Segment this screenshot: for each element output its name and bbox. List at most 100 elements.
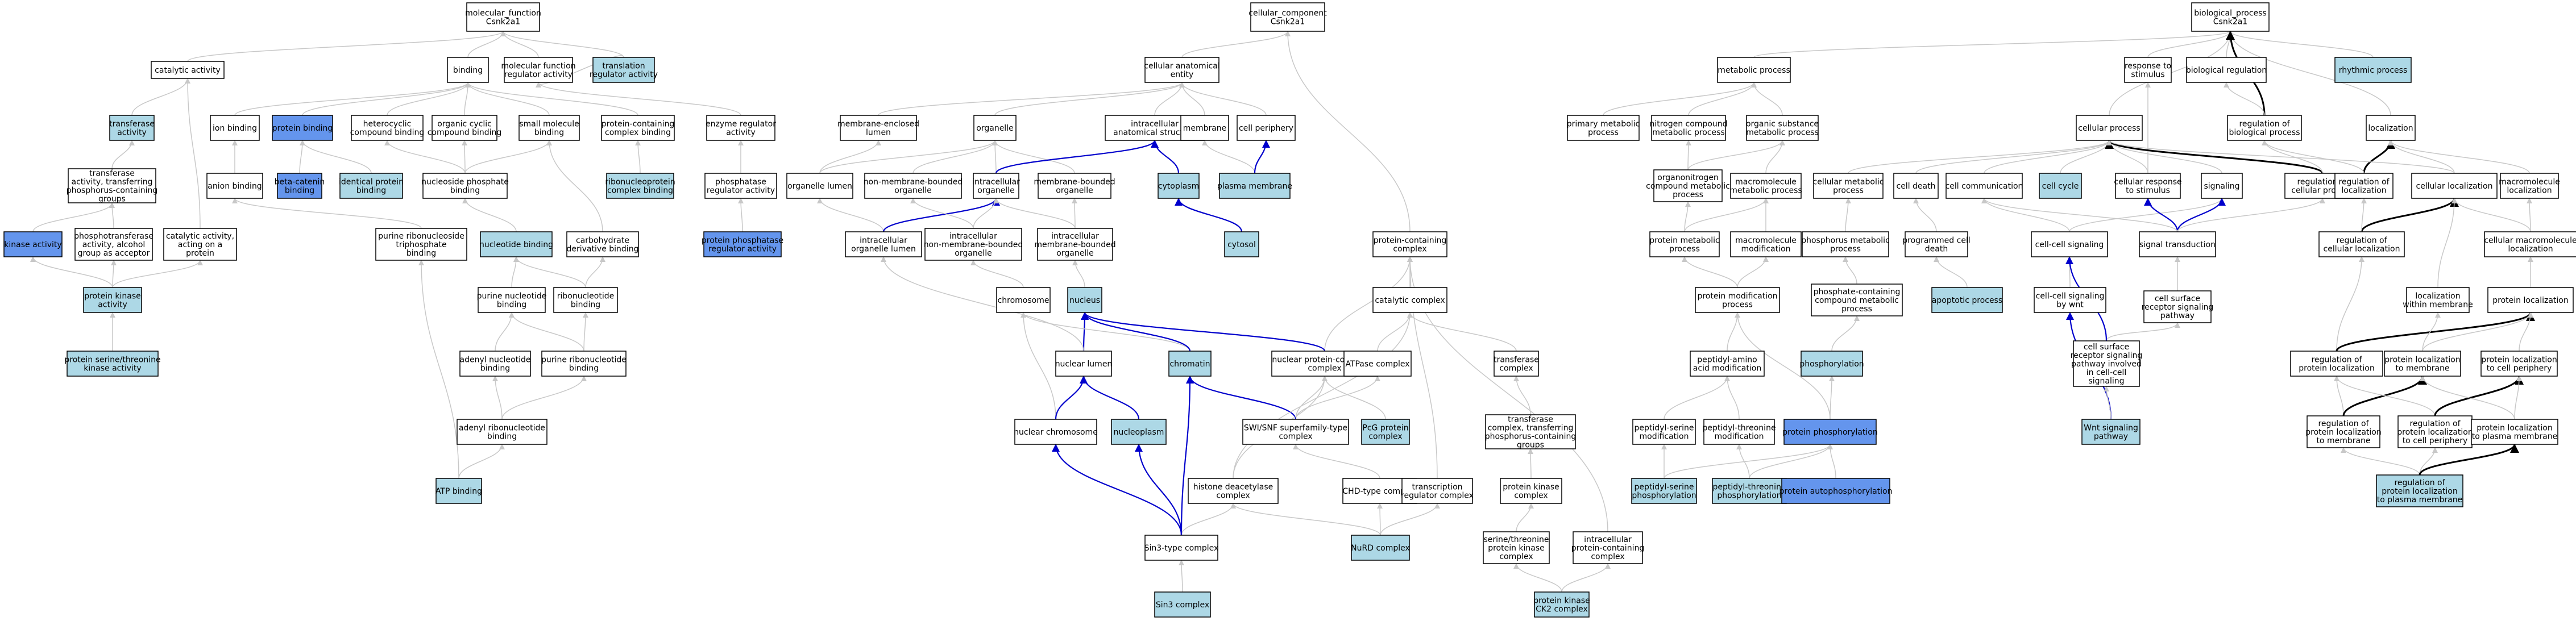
go-term-node-chromosome[interactable]: chromosome — [996, 287, 1051, 313]
go-term-node-cell-cell-signaling[interactable]: cell-cell signaling — [2031, 231, 2108, 257]
go-term-node-cytoplasm[interactable]: cytoplasm — [1158, 173, 1200, 199]
go-term-node-protein-autophospho[interactable]: protein autophosphorylation — [1779, 478, 1893, 504]
go-term-node-cell-death[interactable]: cell death — [1893, 173, 1939, 199]
go-term-node-nucleotide-binding[interactable]: nucleotide binding — [479, 231, 553, 257]
go-term-node-signaling[interactable]: signaling — [2201, 173, 2243, 199]
go-term-node-nurd[interactable]: NuRD complex — [1351, 535, 1410, 561]
go-term-node-localization[interactable]: localization — [2366, 115, 2416, 141]
go-term-node-sin3-complex[interactable]: Sin3 complex — [1154, 591, 1211, 618]
go-term-node-nuclear-lumen[interactable]: nuclear lumen — [1055, 351, 1113, 377]
go-term-node-protein-binding[interactable]: protein binding — [272, 115, 333, 141]
go-term-node-atp-binding[interactable]: ATP binding — [435, 478, 482, 504]
go-term-node-chromatin[interactable]: chromatin — [1168, 351, 1212, 377]
go-term-node-nucleus[interactable]: nucleus — [1067, 287, 1102, 313]
go-term-node-kinase-activity[interactable]: kinase activity — [3, 231, 63, 257]
go-term-node-sin3-type[interactable]: Sin3-type complex — [1144, 535, 1219, 561]
go-term-node-binding[interactable]: binding — [447, 57, 489, 83]
go-term-node-intracellular-non-membrane[interactable]: intracellularnon-membrane-boundedorganel… — [924, 228, 1023, 261]
go-term-node-cell-periphery[interactable]: cell periphery — [1237, 115, 1296, 141]
go-term-node-apoptotic-process[interactable]: apoptotic process — [1931, 287, 2003, 313]
go-term-node-metabolic-process[interactable]: metabolic process — [1717, 57, 1791, 83]
go-term-node-cellular-localization[interactable]: cellular localization — [2411, 173, 2498, 199]
go-term-node-rhythmic-process[interactable]: rhythmic process — [2334, 57, 2412, 83]
go-term-node-cytosol[interactable]: cytosol — [1224, 231, 1259, 257]
go-term-node-cell-cycle[interactable]: cell cycle — [2039, 173, 2082, 199]
go-term-node-membrane[interactable]: membrane — [1180, 115, 1229, 141]
go-term-node-protein-phosphorylation[interactable]: protein phosphorylation — [1782, 419, 1878, 445]
go-term-node-catalytic-activity[interactable]: catalytic activity — [151, 61, 225, 79]
go-term-node-anion-binding[interactable]: anion binding — [206, 173, 263, 199]
go-term-node-ion-binding[interactable]: ion binding — [210, 115, 260, 141]
